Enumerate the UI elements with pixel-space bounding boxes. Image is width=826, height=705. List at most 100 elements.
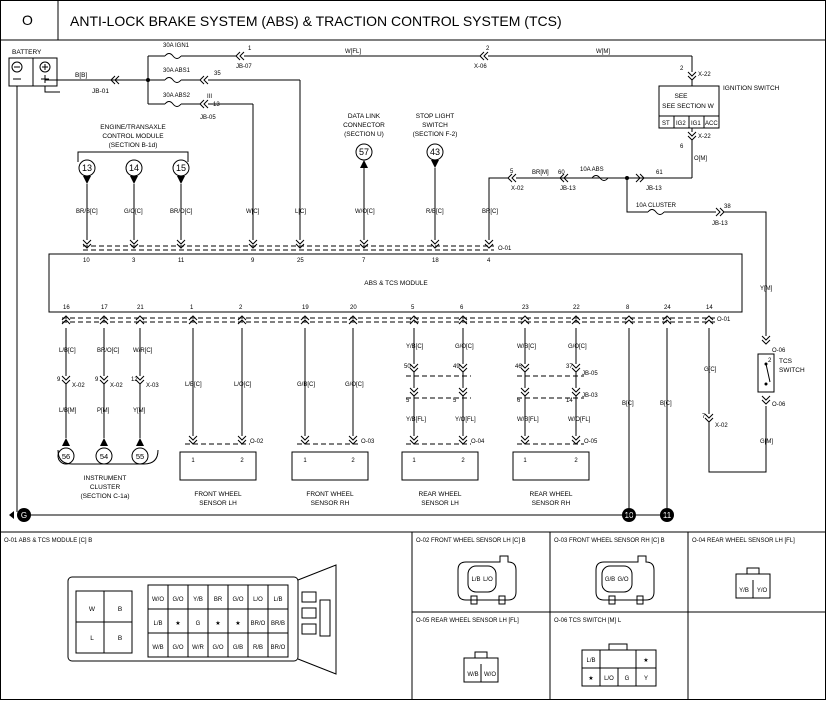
stop-label-2: SWITCH	[422, 122, 448, 129]
o04-pin-1: Y/B	[739, 588, 749, 594]
sensor-wire: G/O[C]	[455, 344, 474, 350]
module-pin-23: 23	[522, 305, 529, 311]
stop-label-1: STOP LIGHT	[416, 113, 454, 120]
cluster-wire-lower: Y[M]	[133, 408, 146, 414]
stop-ref: 43 R/B[C]	[426, 143, 444, 240]
o01-title: O-01 ABS & TCS MODULE [C] B	[4, 538, 92, 544]
jb-pin: 50	[404, 364, 411, 370]
sensor-pin: 2	[574, 458, 578, 464]
o01-cell: Y/B	[193, 597, 203, 603]
o01-cell-b2: B	[118, 635, 122, 642]
x06-pin: 2	[486, 46, 490, 52]
ignition-switch	[658, 85, 720, 129]
o04-connector	[735, 567, 771, 599]
fuse-abs2-label: 30A ABS2	[163, 93, 191, 99]
jb-pin: 49	[453, 364, 460, 370]
cluster-label-1: INSTRUMENT	[84, 475, 127, 482]
o02-title: O-02 FRONT WHEEL SENSOR LH [C] B	[416, 538, 526, 544]
tcs-wire-bottom: G[M]	[760, 439, 773, 445]
sensor-wire: Y/O[FL]	[455, 417, 476, 423]
o05-connector	[463, 651, 499, 683]
o01-cell: G	[196, 621, 201, 627]
sensor-label: SENSOR RH	[532, 500, 571, 507]
abs10-jb-right: JB-13	[646, 186, 662, 192]
ign-pos-acc: ACC	[705, 121, 718, 127]
svg-text:B[C]: B[C]	[660, 401, 672, 407]
ign-conn-bottom: X-22	[698, 134, 711, 140]
sensor-conn: O-05	[584, 439, 598, 445]
sensor-label: SENSOR LH	[421, 500, 459, 507]
pin-11: 11	[178, 258, 185, 264]
o06-pin-star2: ★	[588, 675, 593, 682]
o02-pin-2: L/O	[483, 577, 493, 583]
cluster-wire-lower: P[M]	[97, 408, 110, 414]
sensor-box	[401, 451, 479, 481]
wire-br-c: BR[C]	[482, 209, 498, 215]
module-top-conn: O-01	[498, 246, 512, 252]
ecm-section: (SECTION B-1d)	[109, 142, 158, 149]
abs10-pin-left: 60	[558, 170, 565, 176]
sensor-conn: O-02	[250, 439, 264, 445]
ign-pin-bottom: 6	[680, 144, 684, 150]
jb-pin: 5	[406, 398, 410, 404]
cluster-wire-55: W/R[C]12X-03Y[M]55	[131, 328, 159, 465]
sensor-wire: Y/B[C]	[406, 344, 424, 350]
tcs-switch-icon	[757, 353, 775, 393]
jb-pin: 37	[566, 364, 573, 370]
battery-wire: B[B]	[75, 72, 87, 79]
abs10-conn-x: X-02	[511, 186, 524, 192]
pin-18: 18	[432, 258, 439, 264]
cluster-wire-pin: 9	[57, 377, 61, 383]
battery-icon	[8, 57, 58, 87]
sensor-wire: G/O[C]	[345, 382, 364, 388]
tcs-wire-left: G[C]	[704, 367, 717, 373]
ecm-label-1: ENGINE/TRANSAXLE	[100, 124, 166, 131]
ign-label: IGNITION SWITCH	[723, 85, 780, 92]
wire-w-c: W[C]	[246, 209, 260, 215]
module-top-connector	[82, 239, 494, 251]
cluster-wire-upper: L/B[C]	[59, 348, 76, 354]
dlc-label-1: DATA LINK	[348, 113, 381, 120]
o02-pin-1: L/B	[471, 577, 480, 583]
cluster-wire-54: BR/O[C]9X-02P[M]54	[95, 328, 123, 465]
ign-note: SEE SECTION W	[662, 103, 715, 110]
x06-label: X-06	[474, 64, 487, 70]
module-pin-21: 21	[137, 305, 144, 311]
pin-4: 4	[487, 258, 491, 264]
module-pin-22: 22	[573, 305, 580, 311]
cluster-wire-pin: 12	[131, 377, 138, 383]
o01-cell: ★	[175, 620, 180, 627]
abs10-pin-right: 61	[656, 170, 663, 176]
o03-pin-1: G/B	[605, 577, 615, 583]
fuse-abs2-pin-alt: III	[207, 94, 212, 100]
ground-10: B[C] 10	[622, 328, 636, 522]
jb-rear-lower: JB-03	[582, 393, 598, 399]
svg-text:BR/O[C]: BR/O[C]	[170, 209, 193, 215]
module-pin-5: 5	[411, 305, 415, 311]
ign-conn-top: X-22	[698, 72, 711, 78]
abs-tcs-module	[48, 253, 743, 313]
jb-pin: 46	[515, 364, 522, 370]
cluster10-pin: 38	[724, 204, 731, 210]
jb-pin: 14	[566, 398, 573, 404]
module-pin-1: 1	[190, 305, 194, 311]
fuse-abs2-pin: 13	[213, 102, 220, 108]
cluster-wire-upper: W/R[C]	[133, 348, 153, 354]
module-pin-19: 19	[302, 305, 309, 311]
ground-11: B[C] 11	[660, 328, 674, 522]
wire-br-m: BR[M]	[532, 170, 549, 176]
o06-pin-y: Y	[644, 676, 648, 682]
o01-cell: R/B	[253, 645, 263, 651]
wire-o-m: O[M]	[694, 156, 707, 162]
module-pin-16: 16	[63, 305, 70, 311]
o03-connector	[595, 555, 655, 605]
tcs-label-2: SWITCH	[779, 367, 805, 374]
o06-pin-lo: L/O	[604, 676, 614, 682]
wire-y-m: Y[M]	[760, 286, 773, 292]
cluster-ref: 54	[100, 452, 108, 461]
sensor-box	[179, 451, 257, 481]
pin-9: 9	[251, 258, 255, 264]
sensor-wire: L/B[C]	[185, 382, 202, 388]
